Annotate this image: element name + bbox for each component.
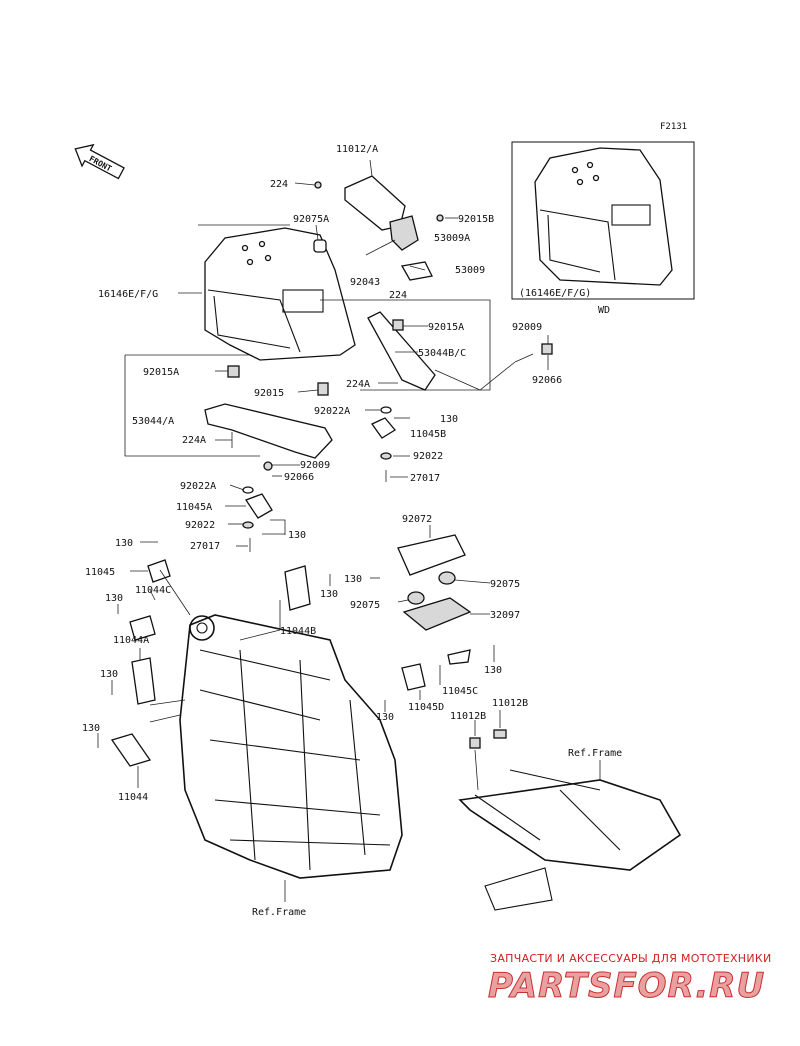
bracket-11044b (284, 565, 311, 611)
label-11044a: 11044A (113, 635, 149, 646)
label-92043: 92043 (350, 277, 380, 288)
label-130-r: 130 (440, 414, 458, 425)
label-11012b-l: 11012B (450, 711, 486, 722)
rear-frame (458, 760, 682, 911)
label-ref-frame-rear: Ref.Frame (568, 748, 622, 759)
label-92009-l: 92009 (300, 460, 330, 471)
label-92022a-r: 92022A (314, 406, 350, 417)
label-53009a: 53009A (434, 233, 470, 244)
label-92015b: 92015B (458, 214, 494, 225)
front-arrow-icon: FRONT (74, 143, 125, 180)
label-224a-l: 224A (182, 435, 206, 446)
label-92015: 92015 (254, 388, 284, 399)
label-92075-l: 92075 (350, 600, 380, 611)
label-11012b-r: 11012B (492, 698, 528, 709)
label-53044a: 53044/A (132, 416, 174, 427)
washer-92022-r-icon (380, 452, 392, 460)
label-130-g: 130 (320, 589, 338, 600)
stay-53009a (389, 215, 419, 251)
label-27017-l: 27017 (190, 541, 220, 552)
washer-92022-l-icon (242, 521, 254, 529)
label-53044bc: 53044B/C (418, 348, 466, 359)
label-11044: 11044 (118, 792, 148, 803)
washer-92022a-l-icon (242, 486, 254, 494)
label-92066-r: 92066 (532, 375, 562, 386)
damper-92066-r-icon (541, 343, 553, 355)
label-224a-r: 224A (346, 379, 370, 390)
bolt-224-top-icon (314, 181, 322, 189)
bracket-11045a (245, 493, 273, 519)
nut-92015a-r-icon (392, 319, 404, 331)
label-16146efg: 16146E/F/G (98, 289, 158, 300)
grommet-92075a-icon (313, 239, 327, 253)
watermark-caption: ЗАПЧАСТИ И АКСЕССУАРЫ ДЛЯ МОТОТЕХНИКИ (490, 952, 772, 965)
label-92015a-r: 92015A (428, 322, 464, 333)
label-11012a: 11012/A (336, 144, 378, 155)
damper-92066-l-icon (263, 461, 273, 471)
label-92015a-l: 92015A (143, 367, 179, 378)
nut-92015-icon (317, 382, 329, 396)
damper-92075-r-icon (438, 571, 456, 585)
label-92022a-l: 92022A (180, 481, 216, 492)
label-11045a: 11045A (176, 502, 212, 513)
label-53009: 53009 (455, 265, 485, 276)
label-11044c: 11044C (135, 585, 171, 596)
label-130-f: 130 (344, 574, 362, 585)
label-92022-r: 92022 (413, 451, 443, 462)
battery-holder-92072 (397, 534, 466, 576)
label-11045d: 11045D (408, 702, 444, 713)
nut-92015b-icon (436, 214, 444, 222)
washer-92022a-r-icon (380, 406, 392, 414)
label-130-d: 130 (100, 669, 118, 680)
watermark-logo: PARTSFOR.RU (488, 966, 765, 1006)
leader-lines (97, 159, 549, 902)
label-ref-frame-main: Ref.Frame (252, 907, 306, 918)
bolt-92043-icon (365, 239, 396, 256)
inset-wd-box: (16146E/F/G) WD (511, 141, 695, 316)
label-11045c: 11045C (442, 686, 478, 697)
bracket-11045 (147, 559, 171, 583)
label-92075-r: 92075 (490, 579, 520, 590)
label-92066-l: 92066 (284, 472, 314, 483)
label-11044b: 11044B (280, 626, 316, 637)
main-frame (179, 614, 403, 879)
callout-labels: 11012/A 224 92015B 92075A 53009A 92043 5… (82, 144, 622, 918)
label-224-mid: 224 (389, 290, 407, 301)
inset-variant-label: WD (598, 305, 610, 316)
bracket-53044bc (367, 311, 436, 391)
stay-53009 (400, 261, 433, 281)
figure-code: F2131 (660, 122, 687, 132)
bracket-11045c (447, 649, 471, 665)
side-cover-part (204, 227, 356, 361)
cap-11012b-r-icon (493, 729, 507, 739)
label-130-c: 130 (105, 593, 123, 604)
label-130-b: 130 (115, 538, 133, 549)
label-11045: 11045 (85, 567, 115, 578)
label-32097: 32097 (490, 610, 520, 621)
label-92072: 92072 (402, 514, 432, 525)
damper-92075-l-icon (407, 591, 425, 605)
battery-32097 (402, 597, 472, 631)
nut-92015a-l-icon (227, 365, 240, 378)
bracket-11044 (110, 733, 152, 767)
cap-11012b-l-icon (469, 737, 481, 749)
label-130-e: 130 (82, 723, 100, 734)
label-130-i: 130 (376, 712, 394, 723)
label-92075a: 92075A (293, 214, 329, 225)
bracket-11044c (129, 615, 156, 641)
label-224-top: 224 (270, 179, 288, 190)
label-92022-l: 92022 (185, 520, 215, 531)
label-130-a: 130 (288, 530, 306, 541)
bracket-11044a (131, 657, 156, 705)
bracket-53044a (204, 403, 333, 459)
bracket-11045b (371, 417, 396, 439)
label-27017-r: 27017 (410, 473, 440, 484)
bracket-11045d (401, 663, 426, 691)
label-92009-r: 92009 (512, 322, 542, 333)
label-130-h: 130 (484, 665, 502, 676)
inset-caption: (16146E/F/G) (519, 288, 591, 299)
watermark: ЗАПЧАСТИ И АКСЕССУАРЫ ДЛЯ МОТОТЕХНИКИ PA… (488, 952, 772, 1007)
label-11045b: 11045B (410, 429, 446, 440)
